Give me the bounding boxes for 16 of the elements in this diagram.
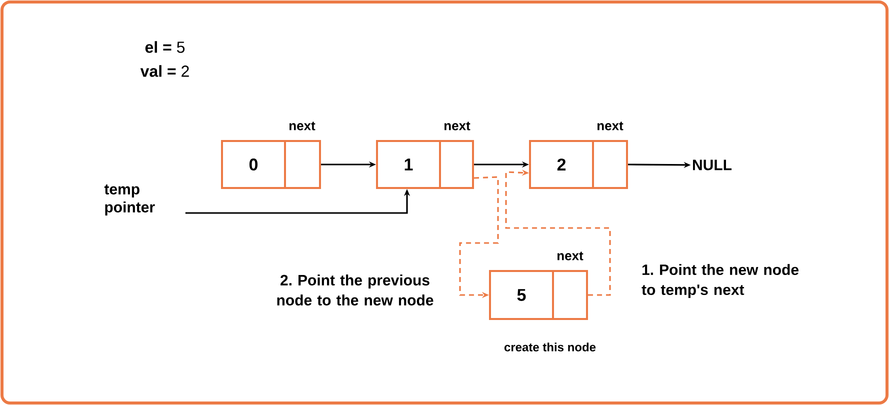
node-label: NULL [693, 160, 732, 170]
arrow [505, 170, 611, 296]
node-caption: create this node [504, 342, 596, 352]
note: el = 5 [145, 41, 185, 53]
list-node: 5 [489, 270, 588, 320]
note: 1. Point the new node to temp's next [642, 264, 799, 298]
node-caption: next [444, 122, 470, 130]
list-node: 2 [529, 140, 628, 189]
node-label: temp pointer [104, 184, 155, 216]
node-caption: next [558, 252, 584, 260]
note: 2. Point the previous node to the new node [277, 274, 434, 306]
note: val = 2 [140, 65, 189, 77]
node-caption: next [598, 122, 624, 130]
list-node: 0 [221, 140, 321, 189]
list-node: 1 [376, 140, 474, 189]
node-caption: next [290, 122, 316, 130]
